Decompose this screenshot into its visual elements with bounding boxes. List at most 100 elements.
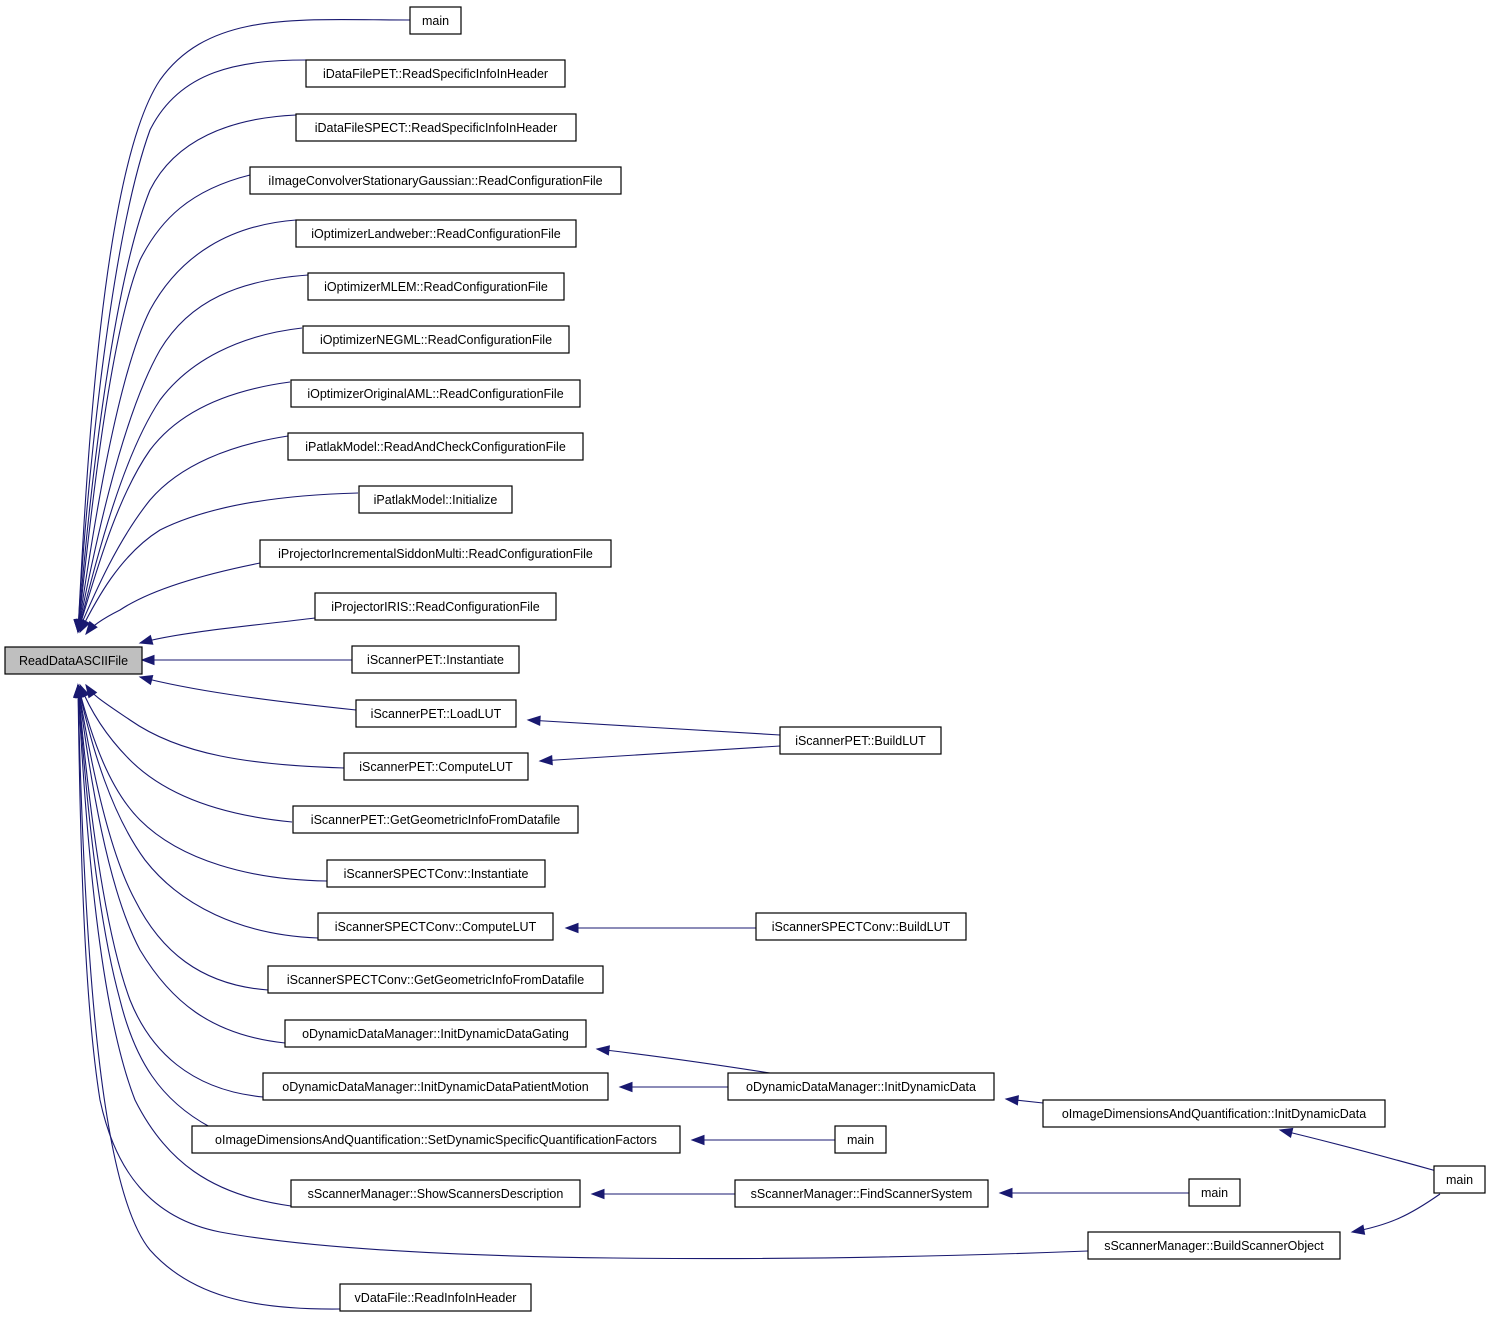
edge-ddminit-gating <box>596 1048 771 1074</box>
arrowhead <box>140 654 155 666</box>
edge-spect-instantiate <box>77 684 328 882</box>
arrowhead <box>690 1134 705 1146</box>
arrowhead <box>590 1188 605 1200</box>
edge-patlak-init <box>79 492 359 633</box>
edge-ddm-motion <box>77 684 264 1098</box>
edge-pet-header <box>77 59 307 633</box>
edge-pet-geom <box>79 684 293 823</box>
arrowheads <box>72 618 1366 1235</box>
node-label: iProjectorIncrementalSiddonMulti::ReadCo… <box>278 547 593 561</box>
edge-landweber <box>77 219 297 633</box>
node-label: iOptimizerOriginalAML::ReadConfiguration… <box>307 387 563 401</box>
node-ssm-find[interactable]: sScannerManager::FindScannerSystem <box>734 1179 989 1208</box>
node-idq-factors[interactable]: oImageDimensionsAndQuantification::SetDy… <box>191 1125 681 1154</box>
arrowhead <box>538 755 553 766</box>
node-aml[interactable]: iOptimizerOriginalAML::ReadConfiguration… <box>290 379 581 408</box>
node-spect-geom[interactable]: iScannerSPECTConv::GetGeometricInfoFromD… <box>267 965 604 994</box>
node-ddm-init[interactable]: oDynamicDataManager::InitDynamicData <box>727 1072 995 1101</box>
edge-spect-geom <box>77 684 269 991</box>
edge-main-top <box>77 18 411 633</box>
node-label: oDynamicDataManager::InitDynamicDataGati… <box>302 1027 569 1041</box>
arrowhead <box>526 715 541 726</box>
node-main-top[interactable]: main <box>409 6 462 35</box>
nodes: ReadDataASCIIFile main iDataFilePET::Rea… <box>4 6 1486 1312</box>
node-label: iPatlakModel::Initialize <box>374 493 498 507</box>
node-spect-computelut[interactable]: iScannerSPECTConv::ComputeLUT <box>317 912 554 941</box>
edge-patlak-read <box>77 435 289 633</box>
node-vdata[interactable]: vDataFile::ReadInfoInHeader <box>339 1283 532 1312</box>
node-label: iScannerPET::BuildLUT <box>795 734 926 748</box>
node-convolver[interactable]: iImageConvolverStationaryGaussian::ReadC… <box>249 166 622 195</box>
node-label: oImageDimensionsAndQuantification::SetDy… <box>215 1133 657 1147</box>
node-label: oDynamicDataManager::InitDynamicDataPati… <box>282 1080 588 1094</box>
edge-vdata <box>77 684 341 1310</box>
node-label: iOptimizerNEGML::ReadConfigurationFile <box>320 333 552 347</box>
node-label: iDataFileSPECT::ReadSpecificInfoInHeader <box>315 121 557 135</box>
arrowhead <box>79 618 91 634</box>
edge-ssm-build <box>77 684 1089 1260</box>
node-main-factors[interactable]: main <box>834 1125 887 1154</box>
node-label: main <box>422 14 449 28</box>
node-label: iProjectorIRIS::ReadConfigurationFile <box>331 600 539 614</box>
node-main-find[interactable]: main <box>1188 1178 1241 1207</box>
node-label: iScannerSPECTConv::Instantiate <box>344 867 529 881</box>
arrowhead <box>1350 1224 1366 1235</box>
node-read-data-ascii-file[interactable]: ReadDataASCIIFile <box>4 646 143 675</box>
edge-buildlut-loadlut <box>527 719 781 736</box>
edge-ssm-show <box>77 684 292 1207</box>
node-mlem[interactable]: iOptimizerMLEM::ReadConfigurationFile <box>307 272 565 301</box>
node-label: vDataFile::ReadInfoInHeader <box>355 1291 517 1305</box>
arrowhead <box>85 620 98 636</box>
node-pet-header[interactable]: iDataFilePET::ReadSpecificInfoInHeader <box>305 59 566 88</box>
arrowhead <box>595 1045 610 1056</box>
node-ddm-motion[interactable]: oDynamicDataManager::InitDynamicDataPati… <box>262 1072 609 1101</box>
node-pet-buildlut[interactable]: iScannerPET::BuildLUT <box>779 726 942 755</box>
arrowhead <box>1004 1095 1019 1106</box>
edge-mainright-build <box>1351 1193 1441 1233</box>
node-pet-geom[interactable]: iScannerPET::GetGeometricInfoFromDatafil… <box>292 805 579 834</box>
arrowhead <box>998 1187 1013 1199</box>
node-patlak-read[interactable]: iPatlakModel::ReadAndCheckConfigurationF… <box>287 432 584 461</box>
node-main-right[interactable]: main <box>1433 1165 1486 1194</box>
node-spect-instantiate[interactable]: iScannerSPECTConv::Instantiate <box>326 859 546 888</box>
node-label: iImageConvolverStationaryGaussian::ReadC… <box>268 174 602 188</box>
edge-buildlut-computelut <box>539 745 781 762</box>
node-label: sScannerManager::ShowScannersDescription <box>308 1187 564 1201</box>
arrowhead <box>1278 1127 1294 1139</box>
arrowhead <box>618 1081 633 1093</box>
edge-pet-computelut <box>85 684 345 769</box>
edges <box>77 18 1441 1310</box>
arrowhead <box>138 675 154 686</box>
edge-mainright-idqinit <box>1279 1129 1441 1173</box>
node-landweber[interactable]: iOptimizerLandweber::ReadConfigurationFi… <box>295 219 577 248</box>
node-patlak-init[interactable]: iPatlakModel::Initialize <box>358 485 513 514</box>
node-label: iScannerSPECTConv::BuildLUT <box>772 920 951 934</box>
arrowhead <box>73 683 84 698</box>
node-label: iOptimizerMLEM::ReadConfigurationFile <box>324 280 548 294</box>
node-label: sScannerManager::BuildScannerObject <box>1104 1239 1324 1253</box>
node-label: iScannerSPECTConv::GetGeometricInfoFromD… <box>287 973 584 987</box>
node-ssm-show[interactable]: sScannerManager::ShowScannersDescription <box>290 1179 581 1208</box>
edge-mlem <box>77 274 309 633</box>
node-pet-computelut[interactable]: iScannerPET::ComputeLUT <box>343 752 529 781</box>
node-siddon[interactable]: iProjectorIncrementalSiddonMulti::ReadCo… <box>259 539 612 568</box>
node-label: iPatlakModel::ReadAndCheckConfigurationF… <box>305 440 566 454</box>
node-ssm-build[interactable]: sScannerManager::BuildScannerObject <box>1087 1231 1341 1260</box>
node-pet-instantiate[interactable]: iScannerPET::Instantiate <box>351 645 520 674</box>
node-label: iOptimizerLandweber::ReadConfigurationFi… <box>311 227 560 241</box>
node-spect-buildlut[interactable]: iScannerSPECTConv::BuildLUT <box>755 912 967 941</box>
node-label: main <box>847 1133 874 1147</box>
node-negml[interactable]: iOptimizerNEGML::ReadConfigurationFile <box>302 325 570 354</box>
node-label: main <box>1201 1186 1228 1200</box>
edge-siddon <box>85 562 261 635</box>
arrowhead <box>138 634 154 645</box>
node-idq-init[interactable]: oImageDimensionsAndQuantification::InitD… <box>1042 1099 1386 1128</box>
node-iris[interactable]: iProjectorIRIS::ReadConfigurationFile <box>314 592 557 621</box>
edge-idq-factors <box>77 684 211 1128</box>
node-ddm-gating[interactable]: oDynamicDataManager::InitDynamicDataGati… <box>284 1019 587 1048</box>
node-label: iDataFilePET::ReadSpecificInfoInHeader <box>323 67 548 81</box>
node-label: ReadDataASCIIFile <box>19 654 128 668</box>
node-spect-header[interactable]: iDataFileSPECT::ReadSpecificInfoInHeader <box>295 113 577 142</box>
node-pet-loadlut[interactable]: iScannerPET::LoadLUT <box>355 699 517 728</box>
